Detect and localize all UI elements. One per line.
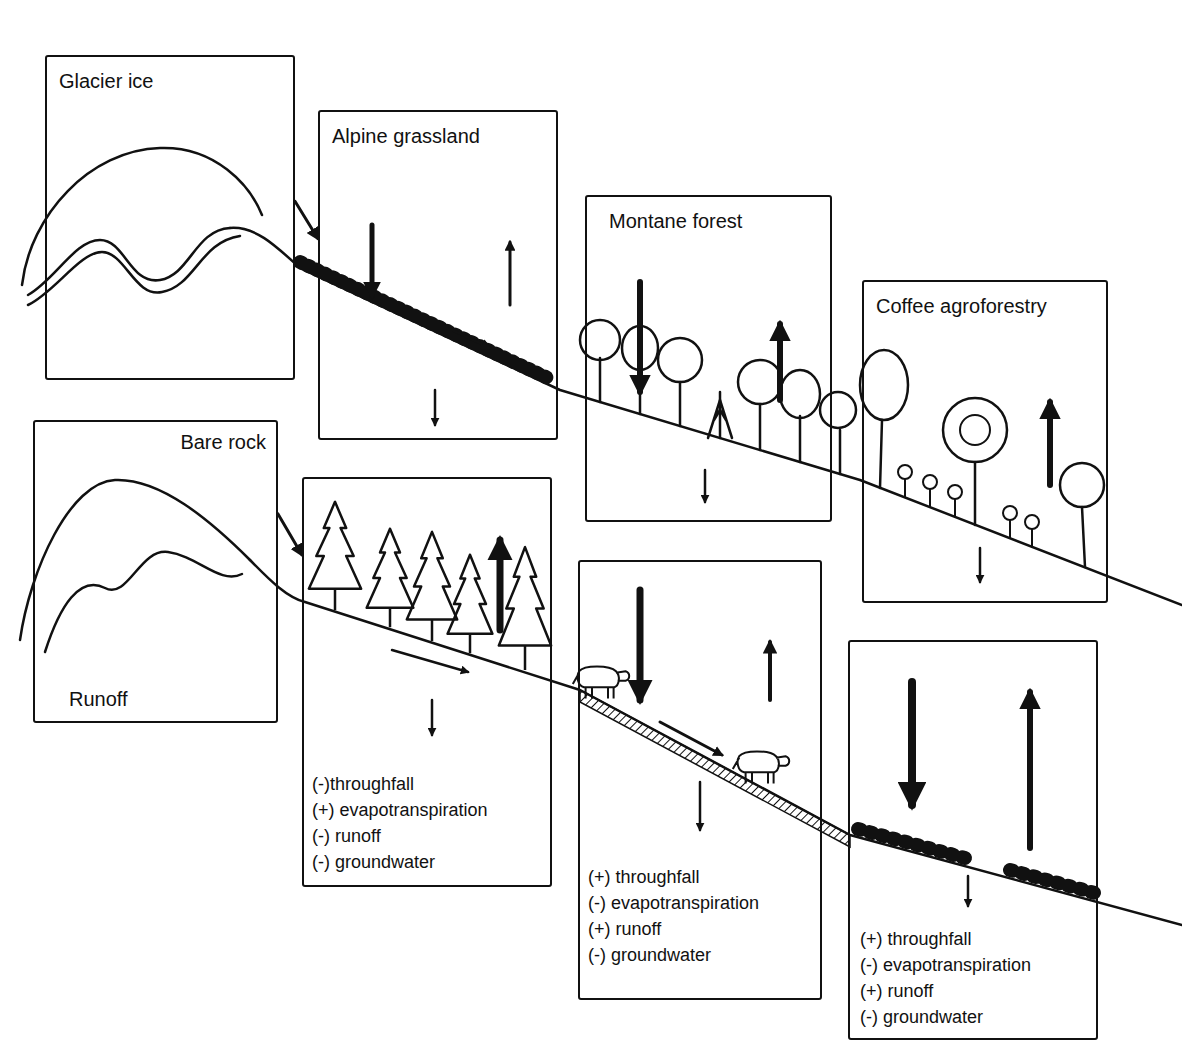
panel-heading: Glacier ice bbox=[59, 69, 153, 93]
evapotranspiration-arrow bbox=[1027, 692, 1033, 848]
coffee-shrub bbox=[1003, 506, 1017, 520]
effect-item: (+) runoff bbox=[588, 916, 661, 942]
ice-layer bbox=[28, 236, 240, 305]
fern bbox=[708, 400, 732, 438]
effect-item: (-) runoff bbox=[312, 823, 381, 849]
shade-tree-crown bbox=[860, 350, 908, 420]
groundwater-arrow bbox=[431, 700, 434, 735]
panel-heading: Alpine grassland bbox=[332, 124, 480, 148]
coffee-shrub bbox=[923, 475, 937, 489]
effect-item: (-) evapotranspiration bbox=[860, 952, 1031, 978]
forest-trees bbox=[580, 320, 856, 474]
groundwater-arrow bbox=[967, 876, 970, 906]
landscape-panel: (+) throughfall(-) evapotranspiration(+)… bbox=[848, 640, 1098, 1040]
evapotranspiration-arrow bbox=[777, 324, 783, 400]
pine-tree bbox=[407, 532, 457, 641]
effect-item: (+) throughfall bbox=[860, 926, 972, 952]
throughfall-arrow bbox=[637, 590, 644, 700]
rock-ridge bbox=[45, 552, 242, 652]
pine-tree bbox=[448, 555, 493, 654]
evapotranspiration-arrow bbox=[1047, 402, 1053, 485]
flow-arrow bbox=[278, 514, 302, 555]
tree-crown bbox=[820, 392, 856, 428]
effect-item: (-) groundwater bbox=[312, 849, 435, 875]
tree-crown bbox=[658, 338, 702, 382]
shade-tree-crown bbox=[1060, 463, 1104, 507]
tree-trunks bbox=[600, 358, 840, 474]
effect-item: (-) groundwater bbox=[860, 1004, 983, 1030]
coffee-stems bbox=[905, 479, 1032, 547]
landscape-panel: Bare rockRunoff bbox=[33, 420, 278, 723]
landscape-panel: (+) throughfall(-) evapotranspiration(+)… bbox=[578, 560, 822, 1000]
pine-tree bbox=[499, 547, 551, 670]
throughfall-arrow bbox=[908, 682, 916, 805]
groundwater-arrow bbox=[704, 470, 707, 502]
panel-heading: Runoff bbox=[69, 687, 128, 711]
runoff-arrow bbox=[392, 650, 468, 672]
throughfall-arrow bbox=[370, 225, 375, 296]
shade-tree-crown bbox=[943, 398, 1007, 462]
throughfall-arrow bbox=[637, 282, 643, 392]
crops bbox=[1010, 870, 1095, 893]
flow-arrow bbox=[295, 201, 318, 238]
groundwater-arrow bbox=[979, 548, 982, 582]
cow bbox=[733, 751, 789, 783]
groundwater-arrow bbox=[434, 390, 437, 425]
runoff-arrow bbox=[452, 330, 490, 348]
compacted-soil bbox=[580, 690, 850, 847]
effect-item: (+) evapotranspiration bbox=[312, 797, 488, 823]
panel-heading: Montane forest bbox=[609, 209, 742, 233]
panel-heading: Coffee agroforestry bbox=[876, 294, 1047, 318]
evapotranspiration-arrow bbox=[768, 642, 772, 700]
tree-crown bbox=[738, 360, 782, 404]
coffee-shrub bbox=[1025, 515, 1039, 529]
shade-tree-crown bbox=[960, 415, 990, 445]
agroforestry-trees bbox=[860, 350, 1104, 567]
effect-item: (-)throughfall bbox=[312, 771, 414, 797]
coffee-shrub bbox=[898, 465, 912, 479]
pine-tree bbox=[367, 529, 414, 628]
groundwater-arrow bbox=[699, 782, 702, 830]
evapotranspiration-arrow bbox=[497, 540, 504, 630]
glacier-outline bbox=[22, 148, 262, 285]
runoff-arrow bbox=[660, 722, 722, 755]
effect-item: (+) runoff bbox=[860, 978, 933, 1004]
landscape-panel: Coffee agroforestry bbox=[862, 280, 1108, 603]
evapotranspiration-arrow bbox=[509, 242, 512, 305]
effect-item: (-) evapotranspiration bbox=[588, 890, 759, 916]
panel-heading: Bare rock bbox=[180, 430, 266, 454]
pine-tree bbox=[309, 502, 361, 610]
landscape-panel: Montane forest bbox=[585, 195, 832, 522]
cow bbox=[573, 666, 629, 698]
effect-item: (-) groundwater bbox=[588, 942, 711, 968]
landscape-panel: Glacier ice bbox=[45, 55, 295, 380]
landscape-panel: (-)throughfall(+) evapotranspiration(-) … bbox=[302, 477, 552, 887]
tree-crown bbox=[780, 370, 820, 418]
rock-outline bbox=[20, 480, 250, 640]
effect-item: (+) throughfall bbox=[588, 864, 700, 890]
coffee-shrub bbox=[948, 485, 962, 499]
landscape-panel: Alpine grassland bbox=[318, 110, 558, 440]
grass bbox=[300, 262, 550, 379]
crops bbox=[858, 829, 965, 858]
